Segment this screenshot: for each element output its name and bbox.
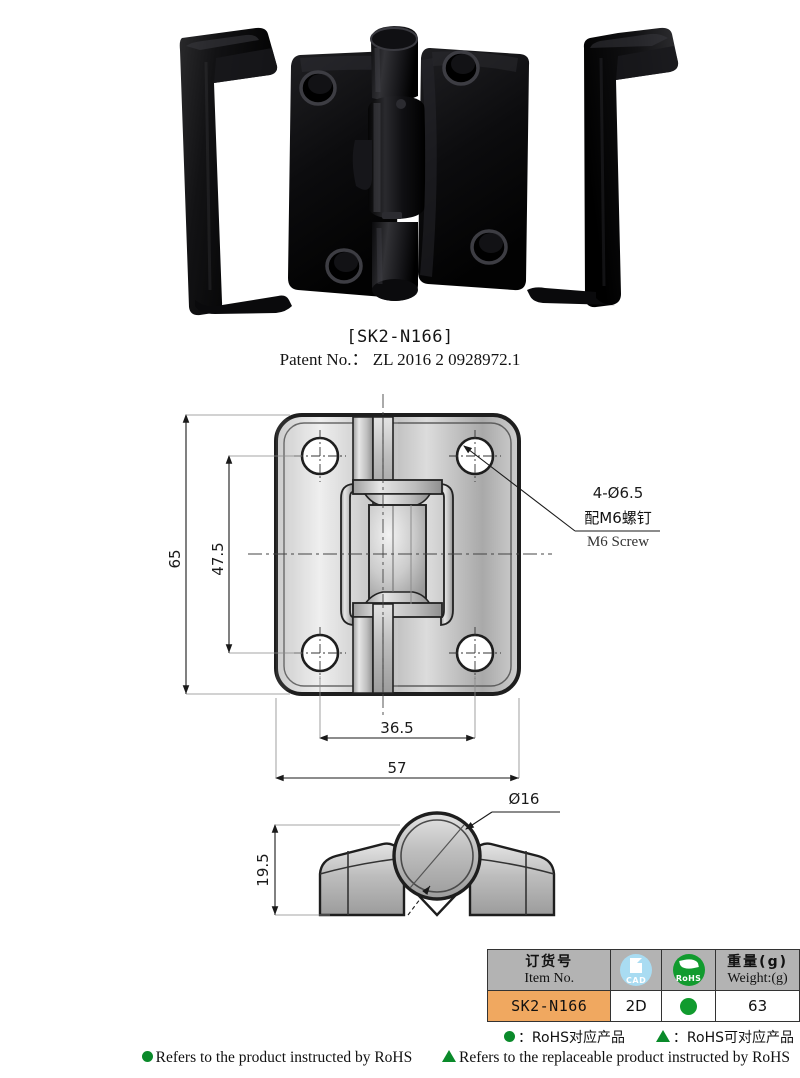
hole-callout: 4-Ø6.5 配M6螺钉 M6 Screw <box>463 445 660 550</box>
header-weight: 重量(g) Weight:(g) <box>715 949 800 991</box>
rohs-leaf-shape <box>678 957 699 971</box>
dim-47-5-label: 47.5 <box>209 542 227 575</box>
photo-right-cap <box>527 27 679 308</box>
side-view: 19.5 Ø16 <box>254 790 560 917</box>
header-item-no-en: Item No. <box>524 970 575 986</box>
legend-chinese: ：RoHS对应产品 ：RoHS可对应产品 <box>0 1027 794 1047</box>
callout-en-label: M6 Screw <box>587 534 649 550</box>
spec-table-header-row: 订货号 Item No. CAD RoHS 重量(g) Weight:(g) <box>486 949 800 991</box>
legend-en-tri-text: Refers to the replaceable product instru… <box>459 1049 790 1066</box>
legend-triangle-icon <box>655 1030 670 1042</box>
front-view-holes <box>294 430 501 679</box>
callout-cn-label: 配M6螺钉 <box>584 509 652 527</box>
photo-top-knuckle <box>370 26 418 102</box>
dim-width-57: 57 <box>274 698 520 782</box>
product-patent: Patent No.： ZL 2016 2 0928972.1 <box>279 350 521 369</box>
green-dot-icon <box>680 997 697 1015</box>
legend-cn-dot-text: ：RoHS对应产品 <box>517 1030 626 1046</box>
technical-drawing: 65 47.5 36.5 57 <box>0 388 800 943</box>
front-view: 65 47.5 36.5 57 <box>166 394 660 782</box>
table-row: SK2-N166 2D 63 <box>486 990 800 1022</box>
cell-item-no: SK2-N166 <box>486 990 612 1022</box>
barrel-dia-callout: Ø16 <box>465 790 560 830</box>
dim-19-5-label: 19.5 <box>254 853 272 886</box>
legend-dot-icon <box>503 1031 515 1042</box>
cell-rohs <box>660 990 717 1022</box>
header-weight-cn: 重量(g) <box>727 953 788 970</box>
header-item-no-cn: 订货号 <box>525 953 574 970</box>
photo-mount-holes <box>299 50 508 284</box>
header-item-no: 订货号 Item No. <box>486 949 612 991</box>
cell-weight: 63 <box>715 990 800 1022</box>
header-weight-en: Weight:(g) <box>727 970 788 986</box>
dim-57-label: 57 <box>387 759 406 777</box>
spec-table: 订货号 Item No. CAD RoHS 重量(g) Weight:(g) S… <box>486 949 800 1022</box>
rohs-icon-label: RoHS <box>675 974 702 983</box>
dim-height-19-5: 19.5 <box>254 823 400 916</box>
dim-width-36-5: 36.5 <box>318 676 476 742</box>
product-model: [SK2-N166] <box>346 327 454 347</box>
legend-triangle-icon-en <box>442 1050 456 1062</box>
legend-en-dot-text: Refers to the product instructed by RoHS <box>155 1049 413 1066</box>
header-rohs: RoHS <box>660 949 717 991</box>
product-photo <box>0 0 800 325</box>
cad-page-shape <box>630 958 643 973</box>
header-cad[interactable]: CAD <box>610 949 662 991</box>
cad-icon-label: CAD <box>626 976 647 985</box>
dim-dia-16-label: Ø16 <box>509 790 540 808</box>
photo-bottom-knuckle <box>372 222 418 301</box>
dim-65-label: 65 <box>166 549 184 568</box>
dim-height-47-5: 47.5 <box>209 454 302 654</box>
legend-dot-icon-en <box>141 1051 153 1062</box>
photo-left-cap <box>179 27 292 316</box>
legend-cn-tri-text: ：RoHS可对应产品 <box>672 1030 794 1046</box>
cell-cad[interactable]: 2D <box>610 990 662 1022</box>
dim-36-5-label: 36.5 <box>380 719 413 737</box>
cad-icon[interactable]: CAD <box>620 954 653 986</box>
legend-english: Refers to the product instructed by RoHS… <box>0 1049 790 1067</box>
callout-dia-label: 4-Ø6.5 <box>593 484 644 502</box>
rohs-icon: RoHS <box>672 954 705 986</box>
dim-height-65: 65 <box>166 413 290 695</box>
photo-hinge-body <box>288 26 530 301</box>
product-caption: [SK2-N166] Patent No.： ZL 2016 2 0928972… <box>0 326 800 371</box>
photo-center-barrel <box>352 96 425 219</box>
